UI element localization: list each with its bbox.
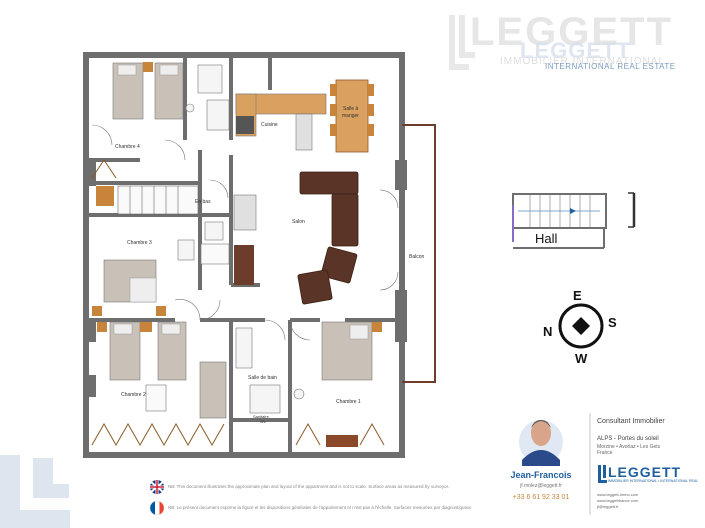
label-chambre4: Chambre 4	[115, 144, 140, 150]
agent-avatar	[519, 420, 563, 466]
label-chambre3: Chambre 3	[127, 240, 152, 246]
contact-1: www.leggett-immo.com	[597, 492, 639, 497]
label-chambre2: Chambre 2	[121, 392, 146, 398]
sofa	[297, 171, 359, 305]
cabinet	[96, 186, 114, 206]
agent-name: Jean-Francois	[510, 470, 572, 480]
compass-w: W	[575, 351, 588, 366]
fireplace	[177, 194, 257, 285]
label-salle-a-manger-2: manger	[342, 113, 359, 119]
bed-chambre3	[92, 259, 166, 316]
footer-brand-sub: IMMOBILIER INTERNATIONAL • INTERNATIONAL…	[608, 479, 698, 483]
compass-e: E	[573, 288, 582, 303]
stairs	[117, 185, 199, 215]
note-french: NB: Le présent document exprime la figur…	[168, 505, 473, 510]
brand-logo-large	[0, 455, 70, 528]
label-wc: Wc	[260, 419, 266, 424]
watermark-line1: IMMOBILIER INTERNATIONAL	[500, 56, 665, 67]
compass	[558, 303, 604, 349]
watermark-line2: INTERNATIONAL REAL ESTATE	[545, 62, 676, 71]
uk-flag-icon	[150, 480, 164, 494]
balcony-outline	[402, 124, 436, 383]
pillars	[84, 160, 407, 397]
label-balcon: Balcon	[409, 254, 425, 260]
label-cuisine: Cuisine	[261, 122, 278, 128]
agent-phone: +33 6 61 92 33 01	[512, 494, 570, 501]
kitchen	[235, 93, 327, 151]
watermark-brand-blue: LEGGETT	[520, 38, 631, 63]
agent-region: ALPS - Portes du soleil	[597, 436, 659, 442]
compass-n: N	[543, 324, 552, 339]
watermark-logo	[449, 15, 475, 70]
agent-title: Consultant Immobilier	[597, 418, 665, 425]
label-sanitaire: Sanitaire	[253, 414, 270, 419]
bed-chambre4	[112, 62, 184, 120]
leggett-small-logo	[598, 465, 607, 483]
label-en-bas: En bas	[195, 199, 211, 205]
label-salon: Salon	[292, 219, 305, 225]
contact-2: www.leggettfrance.com	[597, 498, 639, 503]
fr-flag-icon	[149, 500, 165, 516]
agent-region-sub2: France	[597, 450, 613, 456]
hall-inset	[512, 192, 636, 249]
interior-walls	[89, 58, 399, 452]
label-salle-a-manger-1: Salle à	[343, 106, 359, 112]
walls	[83, 52, 405, 458]
agent-region-sub: Morzine • Avoriaz • Les Gets	[597, 444, 661, 450]
agent-email: jf.molez@leggett.fr	[520, 483, 562, 489]
note-english: NB: This document illustrates the approx…	[168, 484, 450, 489]
compass-s: S	[608, 315, 617, 330]
footer-brand: LEGGETT	[608, 464, 682, 480]
bathroom	[235, 327, 305, 414]
contact-3: jf@leggett.fr	[597, 504, 619, 509]
closets	[91, 159, 385, 447]
doors	[91, 124, 399, 341]
beds-chambre2	[97, 321, 227, 419]
bath-top	[185, 64, 230, 131]
dining-table	[330, 79, 374, 153]
watermark-brand: LEGGETT	[470, 10, 673, 54]
label-salle-de-bain: Salle de bain	[248, 375, 277, 381]
hall-label: Hall	[535, 231, 558, 246]
bed-chambre1	[321, 321, 382, 447]
label-chambre1: Chambre 1	[336, 399, 361, 405]
